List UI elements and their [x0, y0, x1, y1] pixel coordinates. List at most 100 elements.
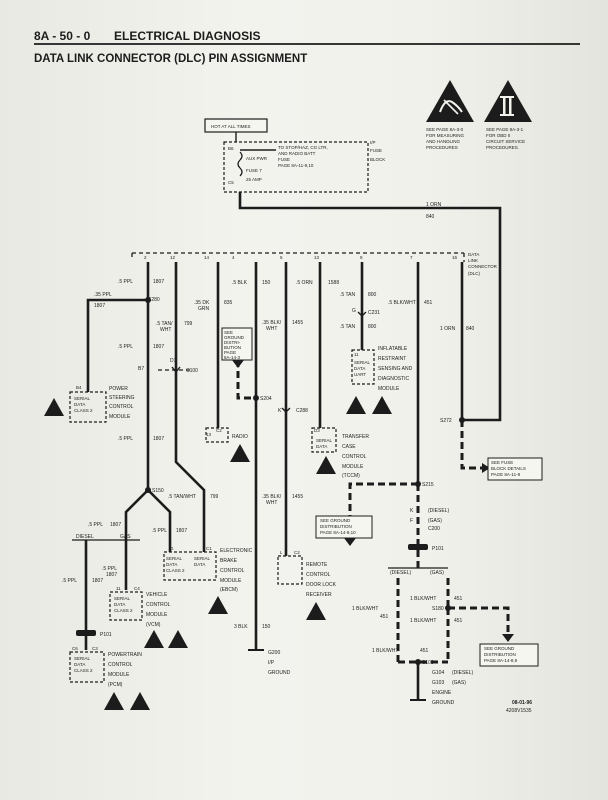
svg-text:1 BLK/WHT: 1 BLK/WHT: [410, 618, 436, 624]
p101-label-2: P101: [432, 546, 444, 552]
ebcm-esd-icon: [208, 596, 228, 614]
svg-text:DISTRIBUTION: DISTRIBUTION: [484, 652, 516, 657]
transfer-serial-label: SERIAL DATA: [316, 438, 333, 449]
svg-text:BUTION: BUTION: [224, 345, 241, 350]
svg-text:GRN: GRN: [198, 306, 210, 312]
vcm-obd-icon: [168, 630, 188, 648]
ps-pin: B4: [76, 385, 82, 390]
variant-diesel: DIESEL: [76, 534, 94, 540]
svg-text:840: 840: [466, 326, 475, 332]
radio-label: RADIO: [232, 434, 248, 440]
svg-text:CONTROL: CONTROL: [306, 572, 331, 578]
svg-text:D3: D3: [314, 428, 320, 433]
variant-diesel-2: (DIESEL): [390, 570, 411, 576]
svg-text:DATA: DATA: [468, 252, 479, 257]
svg-text:.35 BLK/: .35 BLK/: [262, 320, 282, 326]
splice-s180: S180: [432, 606, 444, 612]
svg-text:G: G: [170, 546, 174, 551]
transfer-esd-icon: [316, 456, 336, 474]
svg-text:MODULE: MODULE: [109, 414, 131, 420]
svg-text:GROUND: GROUND: [224, 335, 245, 340]
conn-c200: C200: [428, 526, 440, 532]
variant-f-gas: (GAS): [428, 518, 442, 524]
svg-text:DATA: DATA: [194, 562, 205, 567]
esd-warning-icon: [426, 80, 474, 122]
remote-door-lock-box: [277, 555, 303, 585]
fuse-block-block: BLOCK: [370, 157, 385, 162]
svg-text:.5 PPL: .5 PPL: [62, 578, 77, 584]
svg-text:TRANSFER: TRANSFER: [342, 434, 369, 440]
svg-text:STEERING: STEERING: [109, 395, 135, 401]
ebcm-serial-label-1: SERIAL DATA CLASS 2: [166, 556, 185, 573]
ground-engine-ground: GROUND: [432, 700, 455, 706]
svg-text:451: 451: [380, 614, 389, 620]
svg-text:.5 PPL: .5 PPL: [118, 344, 133, 350]
wire-top-color: 1 ORN: [426, 202, 442, 208]
svg-text:CONNECTOR: CONNECTOR: [468, 264, 498, 269]
ground-engine: ENGINE: [432, 690, 452, 696]
splice-s215: S215: [422, 482, 434, 488]
transfer-case-module-box: [311, 427, 337, 453]
remote-module-name: REMOTE CONTROL DOOR LOCK RECEIVER: [306, 562, 337, 598]
remote-esd-icon: [306, 602, 326, 620]
ground-g103: G103: [432, 680, 444, 686]
svg-text:FOR MEASURING: FOR MEASURING: [426, 133, 465, 138]
inflatable-module-box: [351, 349, 375, 385]
svg-text:SERIAL: SERIAL: [194, 556, 211, 561]
svg-text:CLASS 2: CLASS 2: [74, 668, 93, 673]
svg-text:CONTROL: CONTROL: [220, 568, 245, 574]
svg-text:1 ORN: 1 ORN: [440, 326, 456, 332]
svg-text:PAGE: PAGE: [224, 350, 236, 355]
svg-text:PAGE 8A-14-9,10: PAGE 8A-14-9,10: [320, 530, 356, 535]
radio-esd-icon: [230, 444, 250, 462]
svg-text:MODULE: MODULE: [220, 578, 242, 584]
svg-text:11: 11: [116, 586, 121, 591]
variant-k-diesel: (DIESEL): [428, 508, 449, 514]
pcm-obd-icon: [130, 692, 150, 710]
svg-text:MODULE: MODULE: [378, 386, 400, 392]
vcm-serial-label: SERIAL DATA CLASS 2: [114, 596, 133, 613]
svg-text:C3: C3: [92, 646, 98, 651]
ps-esd-icon: [44, 398, 64, 416]
ground-g104-variant: (DIESEL): [452, 670, 473, 676]
inflatable-esd-icon: [346, 396, 366, 414]
svg-text:1807: 1807: [110, 522, 121, 528]
svg-text:DATA: DATA: [114, 602, 125, 607]
svg-text:PAGE 8A-11-9,10: PAGE 8A-11-9,10: [278, 163, 314, 168]
ground-dist2-text: SEE GROUND DISTRIBUTION PAGE 8A-14-8,9: [484, 646, 518, 663]
hot-at-all-times-label: HOT AT ALL TIMES: [211, 124, 251, 129]
svg-text:1588: 1588: [328, 280, 339, 286]
svg-text:.5 PPL: .5 PPL: [102, 566, 117, 572]
ground-dist2-box: [479, 643, 539, 667]
svg-text:799: 799: [210, 494, 219, 500]
svg-text:1807: 1807: [153, 436, 164, 442]
svg-text:PAGE 8A-11-9: PAGE 8A-11-9: [491, 472, 521, 477]
svg-text:12: 12: [170, 255, 176, 260]
svg-text:DATA: DATA: [166, 562, 177, 567]
svg-text:C2: C2: [216, 428, 222, 433]
svg-text:MODULE: MODULE: [342, 464, 364, 470]
svg-text:.5 PPL: .5 PPL: [118, 279, 133, 285]
svg-text:13: 13: [314, 255, 320, 260]
ground-ref-text: SEE GROUND DISTRI- BUTION PAGE 8A-14-3: [224, 330, 245, 360]
ground-ref-arrow-icon: [232, 360, 244, 368]
svg-text:DOOR LOCK: DOOR LOCK: [306, 582, 337, 588]
svg-text:DIAGNOSTIC: DIAGNOSTIC: [378, 376, 410, 382]
conn-k: K: [278, 408, 282, 414]
svg-text:SERIAL: SERIAL: [74, 656, 91, 661]
ebcm-serial-label-2: SERIAL DATA: [194, 556, 211, 567]
svg-text:.5 TAN/: .5 TAN/: [156, 321, 173, 327]
svg-text:CONTROL: CONTROL: [109, 404, 134, 410]
variant-gas: GAS: [120, 534, 131, 540]
splice-s280: S280: [148, 297, 160, 303]
wire-ground-dist: [348, 482, 418, 516]
svg-text:451: 451: [424, 300, 433, 306]
svg-text:POWER: POWER: [109, 386, 128, 392]
svg-text:DATA: DATA: [354, 366, 365, 371]
p101-label: P101: [100, 632, 112, 638]
svg-text:799: 799: [184, 321, 193, 327]
svg-text:9: 9: [360, 255, 363, 260]
svg-text:LINK: LINK: [468, 258, 478, 263]
svg-text:BLOCK DETAILS: BLOCK DETAILS: [491, 466, 526, 471]
